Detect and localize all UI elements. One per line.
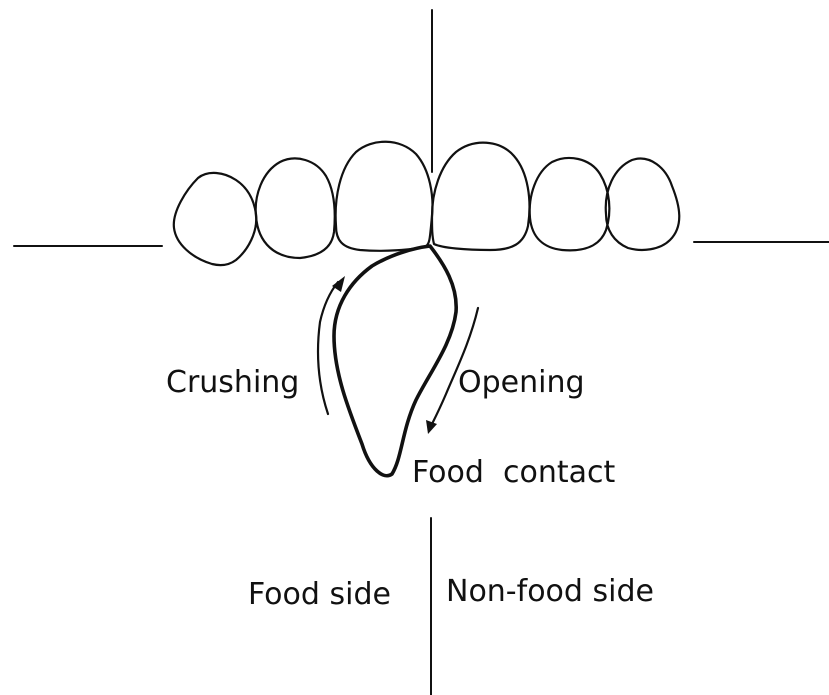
tooth-right-1: [432, 143, 529, 250]
tooth-left-2: [256, 158, 335, 258]
opening-label: Opening: [458, 365, 585, 400]
chewing-path: [334, 246, 456, 476]
tooth-left-3: [174, 173, 256, 265]
tooth-right-3: [606, 159, 680, 250]
crushing-arrowhead: [332, 276, 345, 292]
tooth-left-1: [336, 142, 433, 251]
food-contact-label: Food contact: [412, 455, 616, 490]
crushing-label: Crushing: [166, 365, 299, 400]
opening-arrowhead: [426, 420, 437, 434]
food-side-label: Food side: [248, 577, 391, 612]
tooth-right-2: [530, 158, 610, 250]
non-food-side-label: Non-food side: [446, 574, 654, 609]
